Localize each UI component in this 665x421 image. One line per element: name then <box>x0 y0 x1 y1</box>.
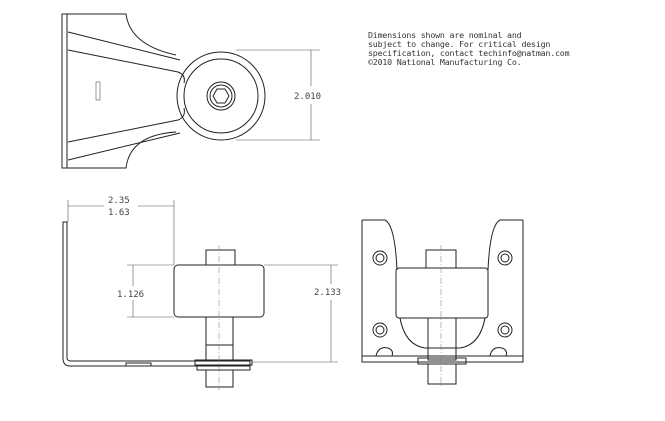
side-view: 2.35 1.63 1.126 2.133 <box>62 196 341 390</box>
end-view <box>361 219 524 388</box>
dim-roller-width: 1.126 <box>117 290 144 300</box>
dim-overall-height: 2.133 <box>314 288 341 298</box>
top-view: 2.010 <box>61 13 321 169</box>
dim-width-max: 2.35 <box>108 196 130 206</box>
note-line: subject to change. For critical design <box>368 39 551 49</box>
note-line: specification, contact techinfo@natman.c… <box>368 48 570 58</box>
dim-width-min: 1.63 <box>108 208 130 218</box>
note-line: Dimensions shown are nominal and <box>368 30 522 40</box>
note-line: ©2010 National Manufacturing Co. <box>368 57 522 67</box>
dim-top-view-height: 2.010 <box>294 92 321 102</box>
